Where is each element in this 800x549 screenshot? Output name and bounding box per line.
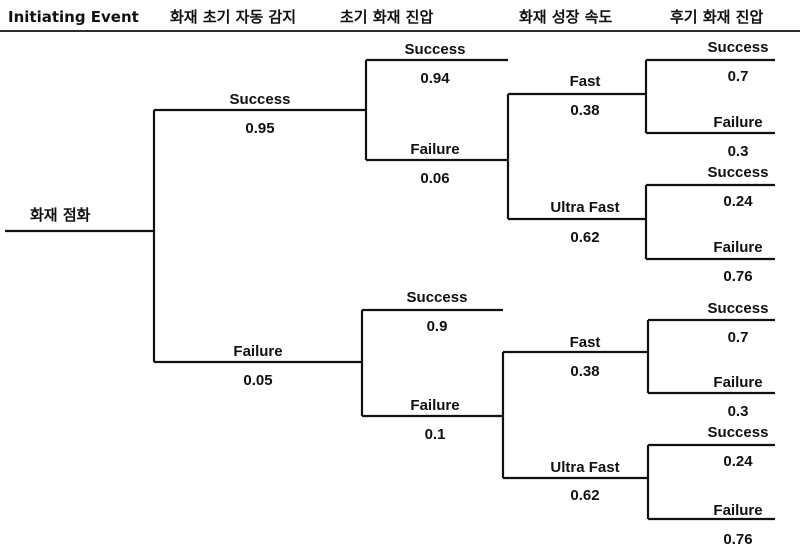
growth-upper-fast-prob: 0.38 [570,102,599,119]
late-suppression-branch-3 [646,318,775,395]
initiating-event-label: 화재 점화 [30,206,91,224]
suppression-lower-success-label: Success [407,289,468,306]
late-2-failure-prob: 0.76 [723,268,752,285]
suppression-upper-branch [364,58,508,162]
late-1-success-label: Success [708,39,769,56]
growth-lower-fast-prob: 0.38 [570,363,599,380]
header-initial-suppression: 초기 화재 진압 [340,8,433,26]
late-4-failure-prob: 0.76 [723,531,752,548]
late-3-success-prob: 0.7 [728,329,749,346]
late-1-success-prob: 0.7 [728,68,749,85]
detection-branch [152,108,366,364]
suppression-lower-failure-prob: 0.1 [425,426,446,443]
late-suppression-branch-2 [644,183,775,261]
detection-success-label: Success [230,91,291,108]
late-4-success-label: Success [708,424,769,441]
header-fire-growth: 화재 성장 속도 [519,8,612,26]
growth-lower-branch [501,350,648,480]
late-1-failure-prob: 0.3 [728,143,749,160]
late-suppression-branch-1 [644,58,775,135]
late-4-failure-label: Failure [713,502,762,519]
suppression-upper-failure-prob: 0.06 [420,170,449,187]
late-2-success-prob: 0.24 [723,193,753,210]
suppression-upper-failure-label: Failure [410,141,459,158]
growth-lower-fast-label: Fast [570,334,601,351]
growth-upper-ultra-prob: 0.62 [570,229,599,246]
suppression-lower-failure-label: Failure [410,397,459,414]
late-3-success-label: Success [708,300,769,317]
header-initiating-event: Initiating Event [8,8,139,26]
late-suppression-branch-4 [646,443,775,521]
late-2-success-label: Success [708,164,769,181]
header-late-suppression: 후기 화재 진압 [670,8,763,26]
header-auto-detection: 화재 초기 자동 감지 [170,8,296,26]
detection-failure-prob: 0.05 [243,372,272,389]
late-4-success-prob: 0.24 [723,453,753,470]
suppression-upper-success-label: Success [405,41,466,58]
suppression-lower-success-prob: 0.9 [427,318,448,335]
late-3-failure-label: Failure [713,374,762,391]
growth-upper-ultra-label: Ultra Fast [550,199,619,216]
late-2-failure-label: Failure [713,239,762,256]
late-1-failure-label: Failure [713,114,762,131]
growth-upper-branch [506,92,646,221]
detection-failure-label: Failure [233,343,282,360]
suppression-lower-branch [360,308,503,418]
suppression-upper-success-prob: 0.94 [420,70,450,87]
growth-upper-fast-label: Fast [570,73,601,90]
late-3-failure-prob: 0.3 [728,403,749,420]
growth-lower-ultra-label: Ultra Fast [550,459,619,476]
growth-lower-ultra-prob: 0.62 [570,487,599,504]
detection-success-prob: 0.95 [245,120,274,137]
